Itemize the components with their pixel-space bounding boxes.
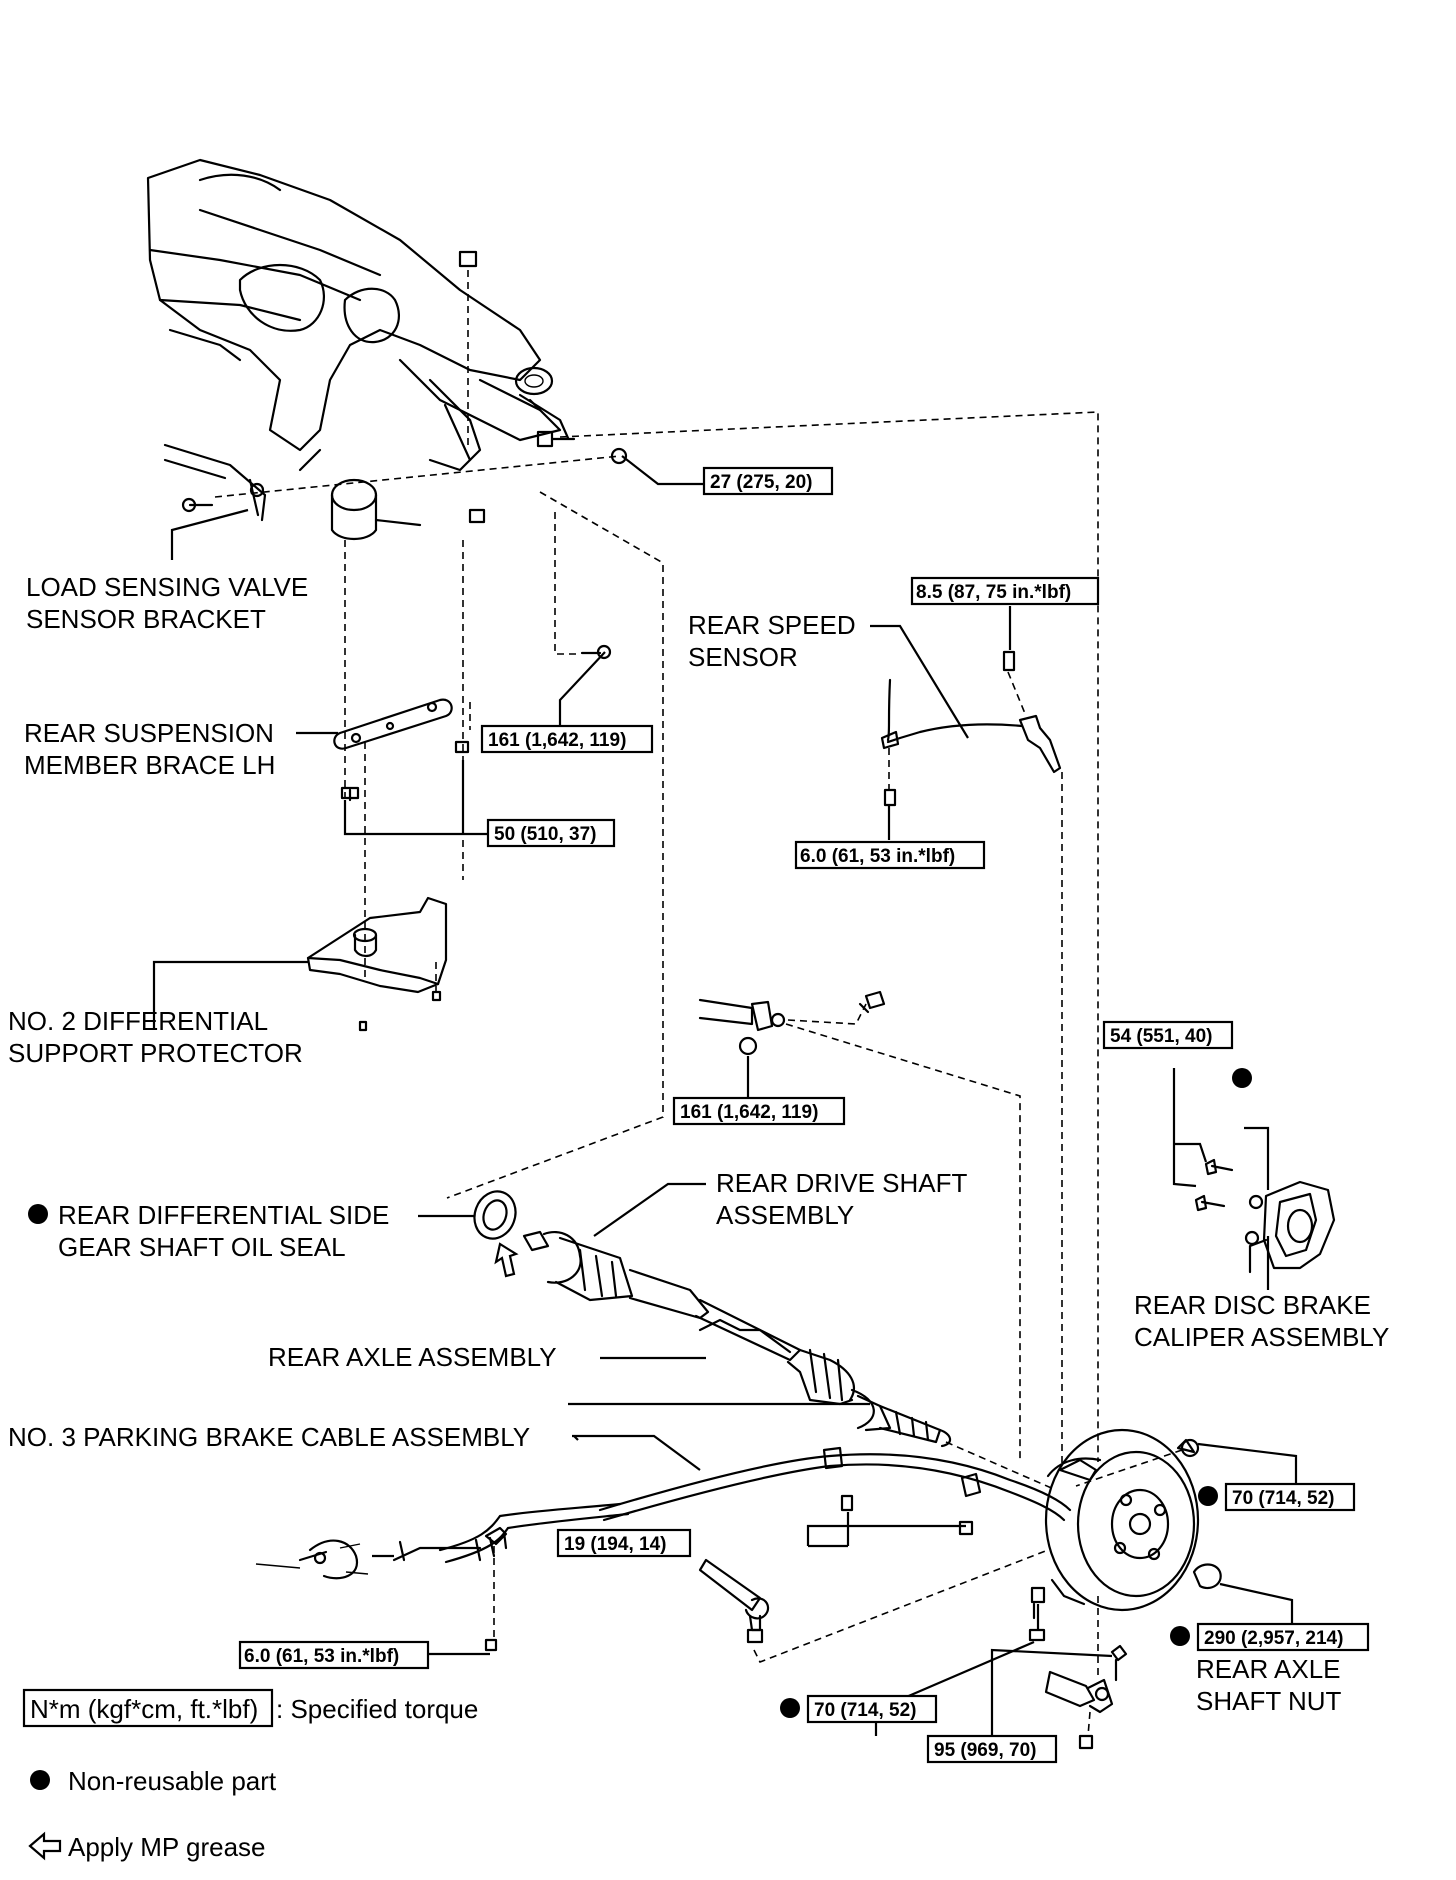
label-load-sensing-valve-2: SENSOR BRACKET (26, 604, 266, 634)
label-shaft-nut-2: SHAFT NUT (1196, 1686, 1342, 1716)
rear-disc-brake-caliper (1194, 1158, 1336, 1274)
label-rear-suspension-2: MEMBER BRACE LH (24, 750, 275, 780)
label-drive-shaft-2: ASSEMBLY (716, 1200, 854, 1230)
torque-6-0-upper: 6.0 (61, 53 in.*lbf) (800, 846, 955, 867)
label-oil-seal-2: GEAR SHAFT OIL SEAL (58, 1232, 346, 1262)
torque-290: 290 (2,957, 214) (1204, 1628, 1343, 1649)
label-caliper-1: REAR DISC BRAKE (1134, 1290, 1371, 1320)
label-oil-seal-1: REAR DIFFERENTIAL SIDE (58, 1200, 389, 1230)
no2-differential-support-protector (306, 896, 448, 1032)
legend-torque-format: N*m (kgf*cm, ft.*lbf) (30, 1694, 258, 1724)
rear-drive-shaft-assembly (522, 1230, 952, 1448)
legend: N*m (kgf*cm, ft.*lbf) : Specified torque… (22, 1688, 478, 1862)
torque-161-lower: 161 (1,642, 119) (680, 1102, 818, 1123)
label-load-sensing-valve-1: LOAD SENSING VALVE (26, 572, 308, 602)
legend-nonreusable: Non-reusable part (68, 1766, 277, 1796)
label-rear-speed-sensor-2: SENSOR (688, 642, 798, 672)
torque-6-0-lower: 6.0 (61, 53 in.*lbf) (244, 1646, 399, 1667)
nonreusable-dot-70-lower (780, 1698, 800, 1718)
label-no2-differential-2: SUPPORT PROTECTOR (8, 1038, 303, 1068)
torque-50: 50 (510, 37) (494, 824, 596, 845)
torque-161-upper: 161 (1,642, 119) (488, 730, 626, 751)
lower-arm-bracket (1044, 1644, 1128, 1750)
nonreusable-dot-70-upper (1198, 1486, 1218, 1506)
torque-70-lower: 70 (714, 52) (814, 1700, 916, 1721)
rear-suspension-member (146, 158, 570, 541)
torque-70-upper: 70 (714, 52) (1232, 1488, 1334, 1509)
oil-seal (473, 1190, 517, 1240)
label-drive-shaft-1: REAR DRIVE SHAFT (716, 1168, 967, 1198)
lower-link-rod (698, 1558, 770, 1644)
rear-speed-sensor (880, 650, 1062, 807)
legend-grease: Apply MP grease (68, 1832, 266, 1862)
member-fasteners (181, 250, 628, 660)
torque-95: 95 (969, 70) (934, 1740, 1036, 1761)
no3-parking-brake-cable (392, 1446, 1072, 1564)
nonreusable-dot-oil-seal (28, 1204, 48, 1224)
label-rear-speed-sensor-1: REAR SPEED (688, 610, 856, 640)
label-rear-suspension-1: REAR SUSPENSION (24, 718, 274, 748)
label-caliper-2: CALIPER ASSEMBLY (1134, 1322, 1389, 1352)
cable-bracket (698, 990, 886, 1056)
legend-grease-arrow-icon (28, 1831, 62, 1861)
grease-arrow (494, 1242, 519, 1278)
legend-nonreusable-dot (30, 1770, 50, 1790)
torque-27: 27 (275, 20) (710, 472, 812, 493)
nonreusable-dot-290 (1170, 1626, 1190, 1646)
nonreusable-dot-caliper (1232, 1068, 1252, 1088)
rear-axle-hub (1044, 1428, 1200, 1612)
label-parking-brake-cable: NO. 3 PARKING BRAKE CABLE ASSEMBLY (8, 1422, 530, 1452)
torque-19: 19 (194, 14) (564, 1534, 666, 1555)
label-rear-axle-assembly: REAR AXLE ASSEMBLY (268, 1342, 557, 1372)
rear-suspension-member-brace (333, 698, 470, 802)
label-shaft-nut-1: REAR AXLE (1196, 1654, 1341, 1684)
torque-54: 54 (551, 40) (1110, 1026, 1212, 1047)
label-no2-differential-1: NO. 2 DIFFERENTIAL (8, 1006, 268, 1036)
legend-torque-desc: : Specified torque (276, 1694, 478, 1724)
parking-brake-equalizer (255, 1539, 369, 1580)
torque-8-5: 8.5 (87, 75 in.*lbf) (916, 582, 1071, 603)
